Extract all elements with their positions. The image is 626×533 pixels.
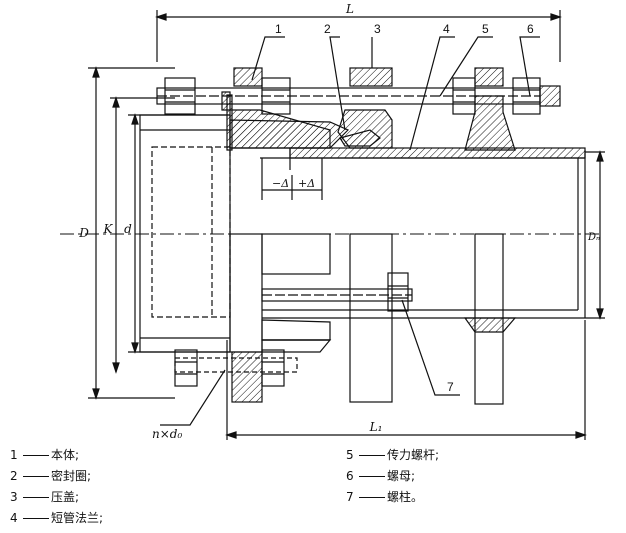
legend-dash	[23, 476, 49, 477]
legend-text: 传力螺杆;	[387, 448, 440, 462]
dim-d: d	[124, 222, 132, 236]
legend-dash	[23, 497, 49, 498]
legend-text: 压盖;	[51, 490, 80, 504]
legend-dash	[359, 455, 385, 456]
legend-num: 6	[346, 469, 354, 483]
legend-item-2: 2 密封圈;	[10, 469, 91, 483]
legend-text: 密封圈;	[51, 469, 92, 483]
callout-6: 6	[527, 22, 534, 36]
callout-1: 1	[275, 22, 282, 36]
legend-dash	[23, 518, 49, 519]
legend-text: 短管法兰;	[51, 511, 104, 525]
dim-D: D	[78, 226, 89, 240]
legend-num: 1	[10, 448, 18, 462]
legend-item-5: 5 传力螺杆;	[346, 448, 439, 462]
dim-L: L	[345, 2, 354, 16]
legend-item-7: 7 螺柱。	[346, 490, 423, 504]
callout-2: 2	[324, 22, 331, 36]
dim-plus-delta: +Δ	[298, 177, 315, 190]
legend-text: 本体;	[51, 448, 80, 462]
legend-num: 2	[10, 469, 18, 483]
legend-item-6: 6 螺母;	[346, 469, 415, 483]
legend-item-1: 1 本体;	[10, 448, 79, 462]
dim-L1: L₁	[369, 420, 383, 434]
callout-7: 7	[447, 380, 454, 394]
legend-num: 4	[10, 511, 18, 525]
legend-dash	[359, 497, 385, 498]
dim-minus-delta: −Δ	[272, 177, 289, 190]
dim-K: K	[103, 222, 114, 236]
dim-bolt-holes: n×d₀	[152, 427, 182, 441]
callout-4: 4	[443, 22, 450, 36]
legend-num: 3	[10, 490, 18, 504]
legend-item-3: 3 压盖;	[10, 490, 79, 504]
legend-num: 5	[346, 448, 354, 462]
callout-3: 3	[374, 22, 381, 36]
legend-dash	[359, 476, 385, 477]
legend-dash	[23, 455, 49, 456]
callout-5: 5	[482, 22, 489, 36]
legend-item-4: 4 短管法兰;	[10, 511, 103, 525]
legend-text: 螺母;	[387, 469, 416, 483]
legend-num: 7	[346, 490, 354, 504]
dim-Dw: Dₙ	[587, 232, 600, 243]
legend-text: 螺柱。	[387, 490, 424, 504]
